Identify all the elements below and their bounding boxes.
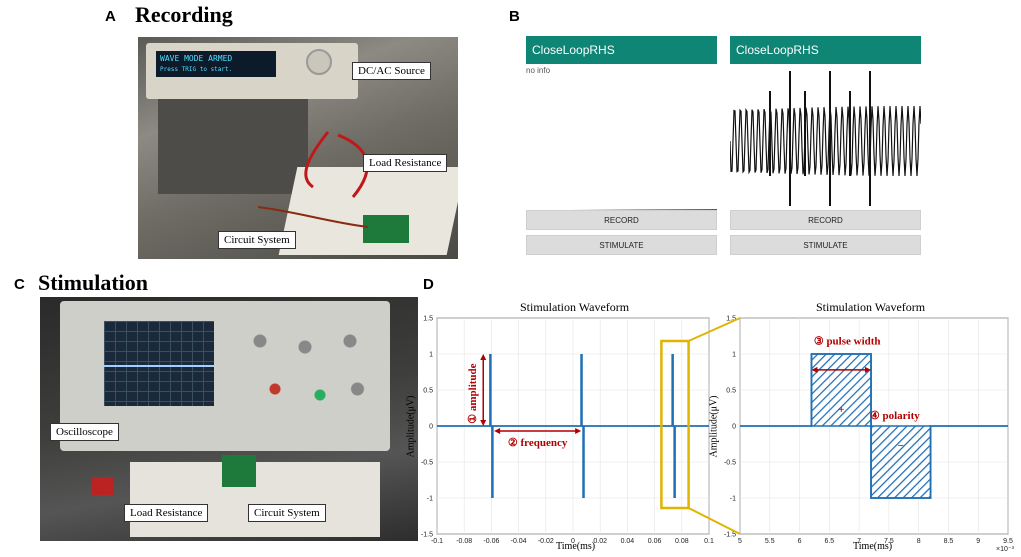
x-tick-label: 0.1 xyxy=(704,538,714,545)
stimulate-button[interactable]: STIMULATE xyxy=(730,235,921,255)
x-tick-label: 8 xyxy=(917,538,921,545)
y-tick-label: 1 xyxy=(732,352,736,359)
panel-letter-b: B xyxy=(509,8,520,25)
oscillation-wave xyxy=(730,105,921,177)
display-line-1: WAVE MODE ARMED xyxy=(160,54,233,63)
x-exponent-label: ×10⁻³ xyxy=(996,546,1015,553)
panel-title-stimulation: Stimulation xyxy=(38,270,149,295)
scope-controls xyxy=(230,317,380,437)
y-tick-label: 1.5 xyxy=(423,316,433,323)
chart-title-right: Stimulation Waveform xyxy=(816,300,926,314)
y-tick-label: 0 xyxy=(429,424,433,431)
negative-phase-bar xyxy=(870,425,932,499)
x-tick-label: 0.04 xyxy=(621,538,635,545)
plus-sign: + xyxy=(838,404,844,416)
switch xyxy=(92,477,114,495)
x-tick-label: -0.02 xyxy=(538,538,554,545)
x-tick-label: -0.04 xyxy=(511,538,527,545)
annotation-pulse-width: ③ pulse width xyxy=(814,336,881,348)
app-title: CloseLoopRHS xyxy=(526,36,717,64)
x-tick-label: 6.5 xyxy=(824,538,834,545)
record-button[interactable]: RECORD xyxy=(730,210,921,230)
recording-setup-photo: WAVE MODE ARMED Press TRIG to start. DC/… xyxy=(138,37,458,259)
annotation-frequency: ② frequency xyxy=(508,437,568,449)
panel-letter-c: C xyxy=(14,276,25,293)
x-tick-label: 0 xyxy=(571,538,575,545)
y-tick-label: -0.5 xyxy=(421,460,433,467)
label-load-resistance: Load Resistance xyxy=(124,504,209,522)
y-tick-label: 0 xyxy=(732,424,736,431)
x-tick-label: 0.08 xyxy=(675,538,689,545)
stimulate-button[interactable]: STIMULATE xyxy=(526,235,717,255)
app-title: CloseLoopRHS xyxy=(730,36,921,64)
y-tick-label: 1.5 xyxy=(726,316,736,323)
x-tick-label: 6 xyxy=(798,538,802,545)
zoom-highlight-box xyxy=(660,339,690,510)
app-info-text: no info xyxy=(526,66,551,75)
app-screen-stimulating: CloseLoopRHS RECORD STIMULATE xyxy=(730,36,921,260)
x-axis-label-left: Time(ms) xyxy=(556,541,596,552)
zoom-connector-top xyxy=(688,317,741,342)
x-axis-label-right: Time(ms) xyxy=(853,541,893,552)
x-tick-label: 5.5 xyxy=(765,538,775,545)
panel-letter-a: A xyxy=(105,8,116,25)
annotation-amplitude: ① amplitude xyxy=(467,363,479,423)
x-tick-label: 5 xyxy=(738,538,742,545)
y-tick-label: -1.5 xyxy=(724,532,736,539)
annotation-polarity: ④ polarity xyxy=(870,410,920,422)
circuit-board-c xyxy=(222,455,256,487)
x-tick-label: -0.06 xyxy=(483,538,499,545)
x-tick-label: -0.08 xyxy=(456,538,472,545)
x-tick-label: -0.1 xyxy=(431,538,443,545)
minus-sign: − xyxy=(898,440,904,452)
instrument-display: WAVE MODE ARMED Press TRIG to start. xyxy=(156,51,276,77)
circuit-board xyxy=(363,215,409,243)
label-load-resistance: Load Resistance xyxy=(363,154,448,172)
y-tick-label: -0.5 xyxy=(724,460,736,467)
scope-trace xyxy=(104,365,214,367)
instrument-stand xyxy=(158,99,308,194)
x-tick-label: 0.06 xyxy=(648,538,662,545)
display-line-2: Press TRIG to start. xyxy=(160,66,233,73)
waveform-chart-left: -0.1 -0.08 -0.06 -0.04 -0.02 0 0.02 0.04 0.06 0.0… xyxy=(421,316,714,546)
x-tick-label: 9 xyxy=(976,538,980,545)
oscillating-signal-trace xyxy=(730,71,921,206)
positive-phase-bar xyxy=(810,353,872,427)
label-oscilloscope: Oscilloscope xyxy=(50,423,119,441)
label-circuit-system: Circuit System xyxy=(248,504,326,522)
waveform-chart-right: 5 5.5 6 6.5 7 7.5 8 8.5 9 9.5 1.5 1 0.5 0 -0.5 -1 -1.5 ③ … xyxy=(724,316,1015,554)
instrument-knob xyxy=(306,49,332,75)
y-tick-label: 1 xyxy=(429,352,433,359)
stimulation-setup-photo: Oscilloscope Load Resistance Circuit Sys… xyxy=(40,297,418,541)
x-tick-label: 7.5 xyxy=(884,538,894,545)
pulse-width-arrowheads xyxy=(811,366,872,373)
x-tick-label: 8.5 xyxy=(944,538,954,545)
record-button[interactable]: RECORD xyxy=(526,210,717,230)
y-tick-label: -1 xyxy=(730,496,736,503)
y-tick-label: 0.5 xyxy=(423,388,433,395)
chart-title-left: Stimulation Waveform xyxy=(520,300,630,314)
x-tick-label: 0.02 xyxy=(593,538,607,545)
oscilloscope-screen xyxy=(104,321,214,406)
panel-title-recording: Recording xyxy=(135,2,233,27)
y-tick-label: 0.5 xyxy=(726,388,736,395)
label-dc-ac-source: DC/AC Source xyxy=(352,62,431,80)
y-tick-label: -1 xyxy=(427,496,433,503)
y-tick-label: -1.5 xyxy=(421,532,433,539)
app-screen-recording: CloseLoopRHS no info RECORD STIMULATE xyxy=(526,36,717,260)
panel-letter-d: D xyxy=(423,276,434,293)
zoom-connector-bottom xyxy=(688,507,741,535)
label-circuit-system: Circuit System xyxy=(218,231,296,249)
x-tick-label: 9.5 xyxy=(1003,538,1013,545)
x-tick-label: 7 xyxy=(857,538,861,545)
